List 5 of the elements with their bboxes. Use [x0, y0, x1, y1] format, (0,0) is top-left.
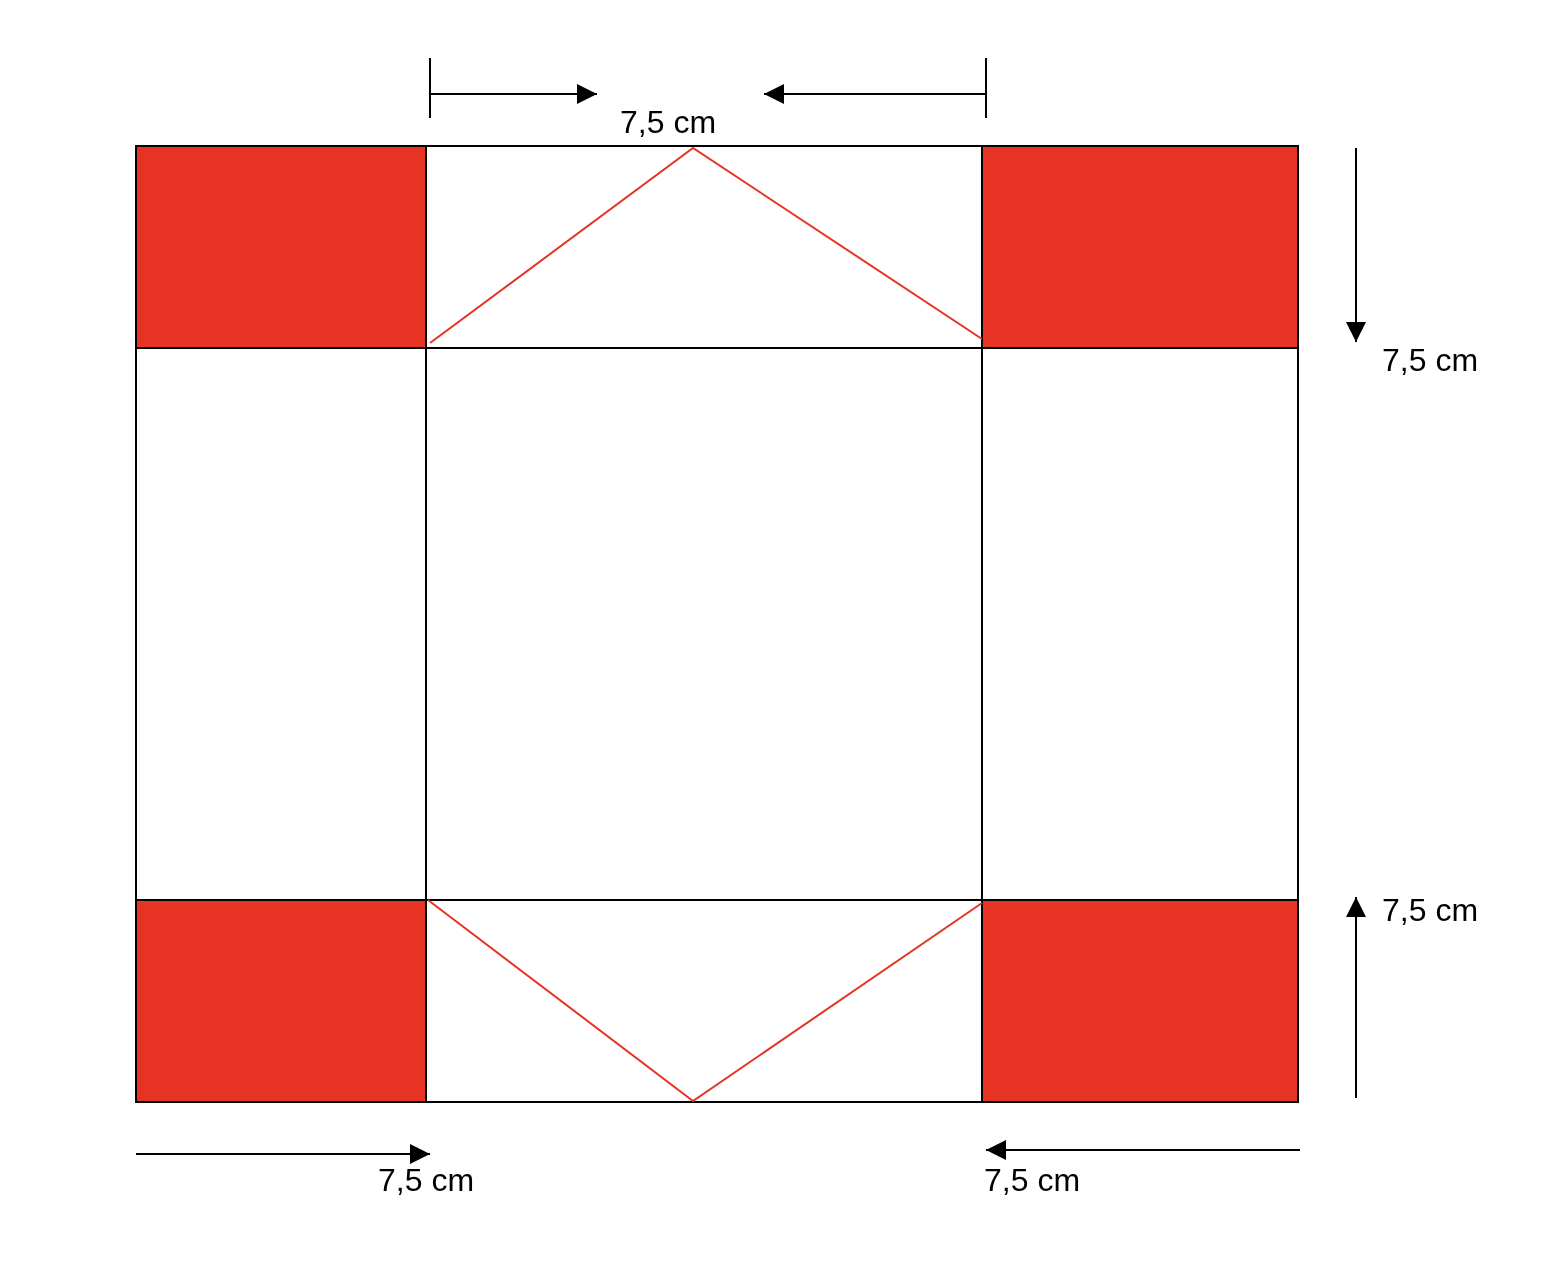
dimension-label: 7,5 cm	[1382, 892, 1479, 928]
dimension-label: 7,5 cm	[378, 1162, 475, 1198]
dimension-label: 7,5 cm	[620, 104, 717, 140]
dimension-label: 7,5 cm	[984, 1162, 1081, 1198]
dimension-label: 7,5 cm	[1382, 342, 1479, 378]
